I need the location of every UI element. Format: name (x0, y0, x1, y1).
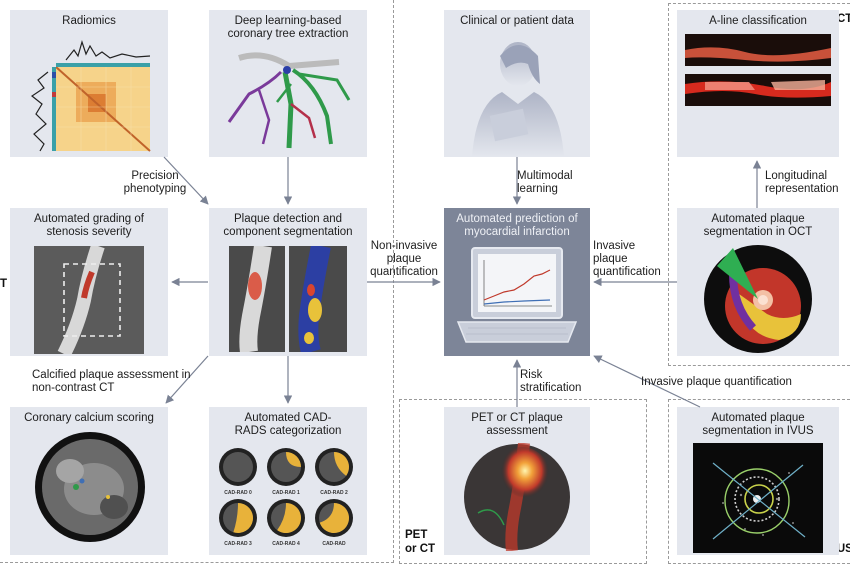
cadrads-discs-image (219, 448, 353, 537)
cadrad-label-4: CAD-RAD 4 (272, 541, 300, 547)
cadrad-plaque-4 (277, 503, 301, 533)
ivus-segmentation-panel: Automated plaque segmentation in IVUS (677, 407, 839, 555)
prediction-title: Automated prediction of myocardial infar… (456, 213, 578, 238)
radiomics-title: Radiomics (62, 15, 116, 27)
clinical-data-panel: Clinical or patient data (444, 10, 590, 157)
arrow-ivus-to-prediction (593, 355, 701, 408)
pet-ct-image (464, 443, 570, 551)
ivus-section-frame (668, 399, 850, 564)
calcium-ct-image (35, 432, 145, 542)
calcium-title: Coronary calcium scoring (24, 412, 154, 424)
radiomics-heatmap-image (30, 39, 151, 152)
cadrads-title: Automated CAD-RADS categorization (234, 412, 342, 437)
clinical-data-title: Clinical or patient data (460, 15, 574, 27)
plaque-segmentation-image (229, 246, 347, 352)
label-invasive-ivus: Invasive plaque quantification (641, 376, 792, 388)
pet-ct-panel: PET or CT plaque assessment (444, 407, 590, 555)
label-calcified-plaque: Calcified plaque assessment in non-contr… (32, 369, 191, 394)
cadrad-plaque-1 (286, 452, 301, 467)
aline-oct-image (685, 34, 831, 106)
ivus-segmentation-title: Automated plaque segmentation in IVUS (702, 412, 814, 437)
radiomics-panel: Radiomics (10, 10, 168, 157)
oct-crosssection-image (704, 245, 812, 353)
oct-segmentation-panel: Automated plaque segmentation in OCT (677, 208, 839, 356)
oct-segmentation-title: Automated plaque segmentation in OCT (703, 213, 813, 238)
label-precision-phenotyping: Precision phenotyping (123, 170, 187, 195)
label-risk-stratification: Risk stratification (520, 369, 582, 394)
cadrads-panel: Automated CAD-RADS categorization CAD-RA… (209, 407, 367, 555)
stenosis-panel: Automated grading of stenosis severity (10, 208, 168, 356)
prediction-panel: Automated prediction of myocardial infar… (444, 208, 590, 356)
clinician-silhouette-icon (472, 42, 564, 157)
ct-section-label: T (0, 278, 8, 290)
arrow-radiomics-to-plaque (163, 156, 209, 205)
laptop-icon (456, 247, 578, 343)
cadrad-label-1: CAD-RAD 1 (272, 490, 300, 496)
aline-panel: A-line classification (677, 10, 839, 157)
stenosis-angio-image (34, 246, 144, 354)
cadrad-plaque-3 (233, 503, 253, 533)
cadrad-label-3: CAD-RAD 3 (224, 541, 252, 547)
oct-section-frame (668, 3, 850, 366)
coronary-tree-title: Deep learning-based coronary tree extrac… (227, 15, 349, 40)
cadrad-plaque-5 (319, 503, 349, 533)
cadrad-label-0: CAD-RAD 0 (224, 490, 252, 496)
pet-section-frame (399, 399, 647, 564)
pet-ct-title: PET or CT plaque assessment (471, 412, 563, 437)
aline-title: A-line classification (709, 15, 807, 27)
cadrad-label-5: CAD-RAD (322, 541, 346, 547)
label-longitudinal-representation: Longitudinal representation (765, 170, 839, 195)
label-noninvasive-plaque: Non-invasive plaque quantification (370, 240, 438, 278)
calcium-panel: Coronary calcium scoring (10, 407, 168, 555)
cadrad-lumen-0 (223, 452, 253, 482)
label-multimodal-learning: Multimodal learning (517, 170, 573, 195)
pet-section-label: PET or CT (405, 529, 436, 555)
ivus-crosssection-image (693, 443, 823, 553)
coronary-tree-panel: Deep learning-based coronary tree extrac… (209, 10, 367, 157)
plaque-detection-title: Plaque detection and component segmentat… (223, 213, 353, 238)
coronary-tree-image (227, 52, 351, 149)
stenosis-title: Automated grading of stenosis severity (34, 213, 144, 238)
cadrad-plaque-2 (334, 452, 349, 476)
label-invasive-plaque: Invasive plaque quantification (593, 240, 661, 278)
plaque-detection-panel: Plaque detection and component segmentat… (209, 208, 367, 356)
arrow-plaque-to-calcium (165, 355, 209, 404)
cadrad-label-2: CAD-RAD 2 (320, 490, 348, 496)
